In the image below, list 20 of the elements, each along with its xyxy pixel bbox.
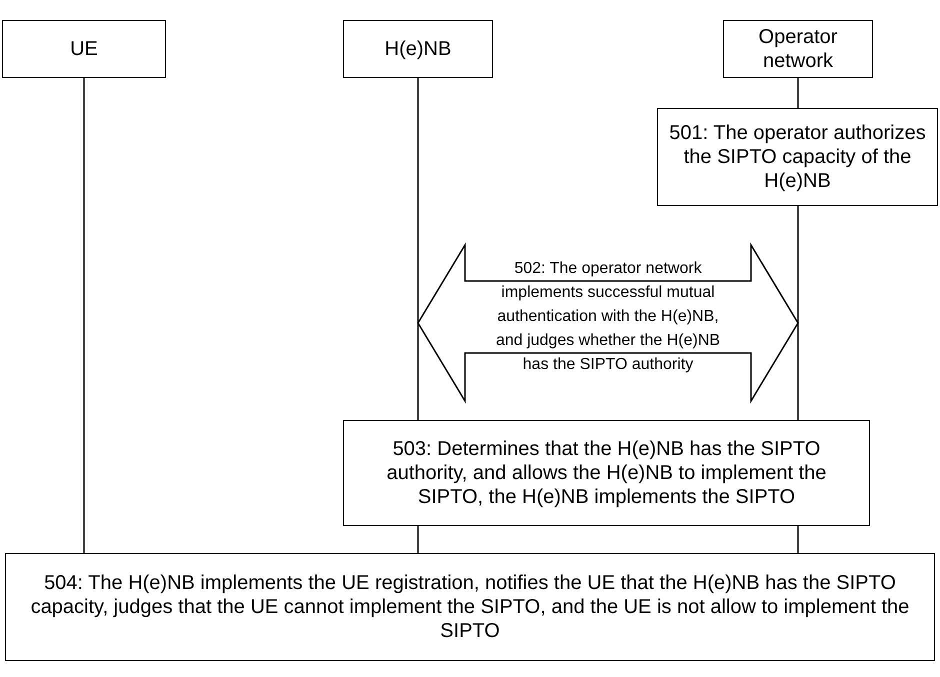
participant-label: H(e)NB bbox=[384, 37, 452, 61]
lifeline bbox=[417, 526, 419, 553]
step-box bbox=[343, 420, 870, 526]
lifeline bbox=[83, 78, 85, 553]
step-text: 504: The H(e)NB implements the UE registration, notifies the UE that the H(e)NB has the SIPTO capacity, judges that the UE cannot implement the SIPTO, and the UE is not allow to implement the SIPTO bbox=[30, 571, 910, 643]
step-box bbox=[5, 553, 935, 661]
step-text: 503: Determines that the H(e)NB has the SIPTO authority, and allows the H(e)NB to implement the SIPTO, the H(e)NB implements the SIPTO bbox=[386, 437, 828, 509]
lifeline bbox=[417, 78, 419, 420]
lifeline bbox=[797, 206, 799, 420]
step-text: 501: The operator authorizes the SIPTO capacity of the H(e)NB bbox=[668, 121, 927, 193]
participant-label: UE bbox=[70, 37, 98, 61]
step-text: 502: The operator network implements successful mutual authentication with the H(e)NB, and judges whether the H(e)NB has the SIPTO authority bbox=[494, 259, 722, 375]
participant-label: Operator network bbox=[758, 25, 838, 73]
lifeline bbox=[797, 526, 799, 553]
step-box bbox=[657, 108, 938, 206]
lifeline bbox=[797, 78, 799, 108]
participant-box bbox=[723, 20, 873, 78]
participant-box bbox=[343, 20, 493, 78]
double-arrow-shape bbox=[418, 245, 798, 401]
participant-box bbox=[2, 20, 166, 78]
